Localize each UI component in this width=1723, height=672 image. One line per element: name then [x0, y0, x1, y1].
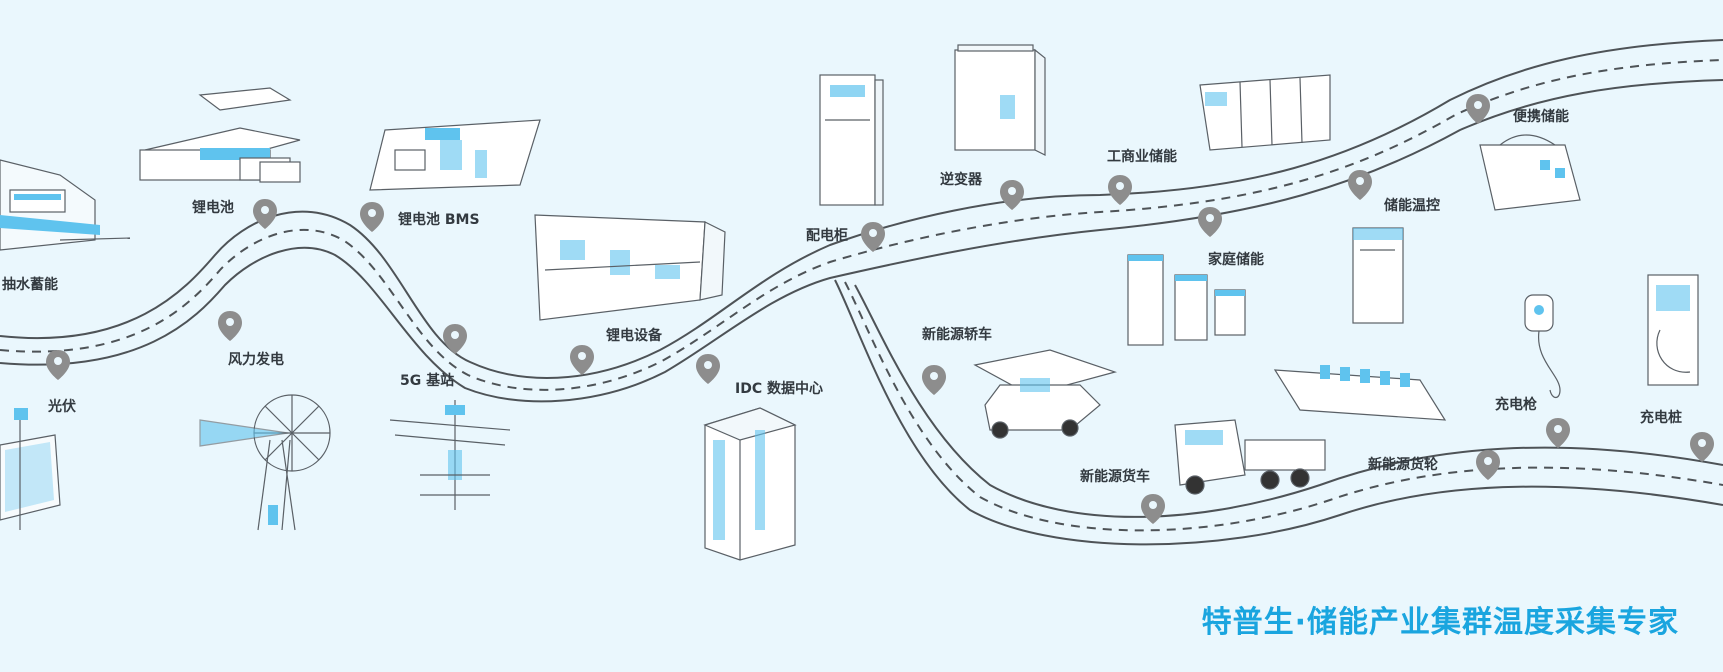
label-storage-thermal: 储能温控	[1384, 198, 1440, 214]
label-photovoltaic: 光伏	[48, 399, 76, 415]
5g-base-station-illustration	[389, 400, 511, 510]
map-pin-storage-thermal[interactable]	[1348, 170, 1372, 200]
charging-gun-illustration	[1524, 294, 1561, 399]
cargo-ship-illustration	[1273, 365, 1447, 421]
label-pumped-hydro: 抽水蓄能	[2, 277, 58, 293]
pins	[46, 94, 1714, 524]
distribution-cabinet-illustration	[819, 74, 884, 206]
label-charging-pile: 充电桩	[1640, 410, 1682, 426]
label-lithium-battery: 锂电池	[192, 200, 234, 216]
map-pin-lithium-equipment[interactable]	[570, 345, 594, 375]
bms-board-illustration	[369, 119, 541, 191]
nev-sedan-illustration	[973, 349, 1118, 439]
label-lithium-bms: 锂电池 BMS	[398, 212, 480, 228]
lithium-battery-illustration	[139, 87, 301, 183]
map-pin-nev-sedan[interactable]	[922, 365, 946, 395]
map-pin-ci-storage[interactable]	[1108, 175, 1132, 205]
label-charging-gun: 充电枪	[1495, 397, 1537, 413]
label-nev-cargo-ship: 新能源货轮	[1368, 457, 1438, 473]
label-home-storage: 家庭储能	[1208, 252, 1264, 268]
map-pin-idc-data-center[interactable]	[696, 354, 720, 384]
map-pin-charging-gun[interactable]	[1546, 418, 1570, 448]
inverter-illustration	[954, 44, 1046, 156]
map-pin-nev-cargo-ship[interactable]	[1476, 450, 1500, 480]
photovoltaic-illustration	[0, 408, 61, 530]
charging-pile-illustration	[1647, 274, 1699, 386]
label-5g-base-station: 5G 基站	[400, 373, 455, 389]
label-inverter: 逆变器	[940, 172, 982, 188]
map-pin-inverter[interactable]	[1000, 180, 1024, 210]
map-pin-lithium-battery[interactable]	[253, 199, 277, 229]
map-pin-wind-power[interactable]	[218, 311, 242, 341]
map-pin-lithium-bms[interactable]	[360, 202, 384, 232]
main-road	[0, 39, 1723, 546]
map-pin-charging-pile[interactable]	[1690, 432, 1714, 462]
storage-thermal-unit-illustration	[1352, 227, 1404, 324]
lane-dash	[0, 59, 1723, 532]
label-lithium-equipment: 锂电设备	[606, 328, 662, 344]
idc-rack-illustration	[703, 407, 797, 561]
label-nev-truck: 新能源货车	[1080, 469, 1150, 485]
label-portable-storage: 便携储能	[1513, 109, 1569, 125]
map-pin-home-storage[interactable]	[1198, 207, 1222, 237]
label-ci-storage: 工商业储能	[1107, 149, 1177, 165]
label-idc-data-center: IDC 数据中心	[735, 381, 823, 397]
wind-turbine-illustration	[199, 394, 331, 531]
pumped-hydro-illustration	[0, 159, 131, 251]
map-pin-nev-truck[interactable]	[1141, 494, 1165, 524]
portable-storage-illustration	[1479, 134, 1581, 211]
map-pin-photovoltaic[interactable]	[46, 350, 70, 380]
label-wind-power: 风力发电	[228, 352, 284, 368]
home-storage-illustration	[1127, 254, 1246, 346]
map-pin-portable-storage[interactable]	[1466, 94, 1490, 124]
nev-truck-illustration	[1174, 419, 1326, 495]
ci-storage-container-illustration	[1199, 74, 1331, 151]
label-distribution-cabinet: 配电柜	[806, 228, 848, 244]
slogan: 特普生·储能产业集群温度采集专家	[1201, 605, 1679, 640]
label-nev-sedan: 新能源轿车	[922, 327, 992, 343]
map-pin-5g-base-station[interactable]	[443, 324, 467, 354]
map-pin-distribution-cabinet[interactable]	[861, 222, 885, 252]
lithium-equipment-illustration	[534, 214, 726, 321]
